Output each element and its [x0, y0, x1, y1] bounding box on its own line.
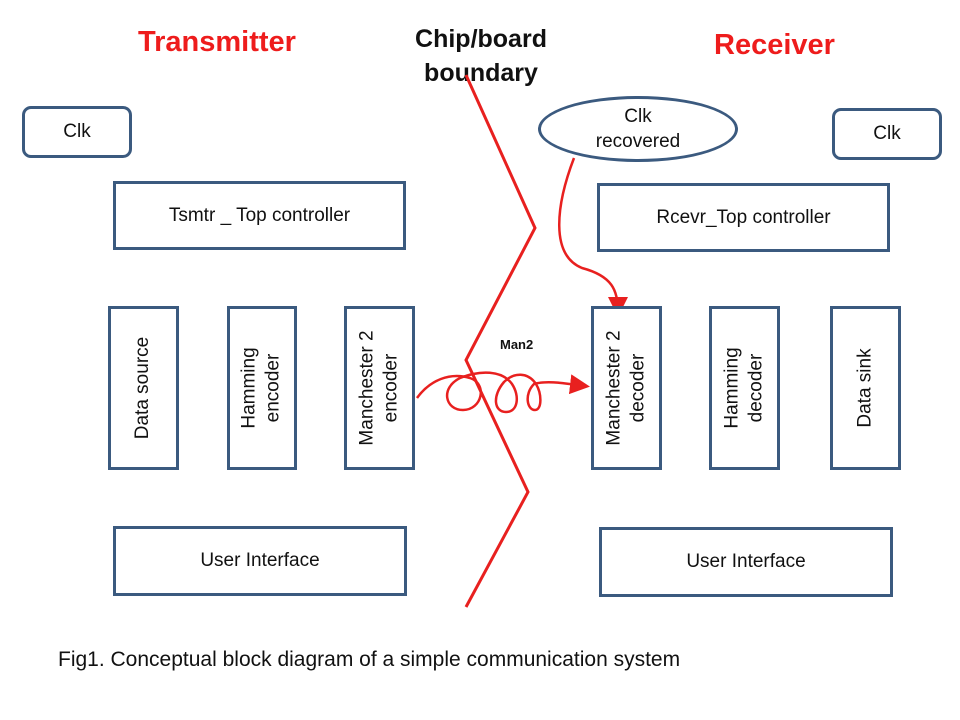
hamming-decoder-label-line1: Hamming [721, 347, 743, 429]
transmitter-top-controller-box: Tsmtr _ Top controller [113, 181, 406, 250]
receiver-top-controller-box: Rcevr_Top controller [597, 183, 890, 252]
transmitter-clk-box: Clk [22, 106, 132, 158]
boundary-heading-line1: Chip/board [415, 25, 547, 53]
hamming-decoder-label-line2: decoder [745, 353, 767, 423]
clk-recovered-label: Clk recovered [596, 104, 681, 154]
figure-caption: Fig1. Conceptual block diagram of a simp… [58, 648, 681, 671]
data-sink-box: Data sink [830, 306, 901, 470]
hamming-encoder-label-line2: encoder [263, 353, 284, 423]
receiver-clk-box: Clk [832, 108, 942, 160]
transmitter-user-interface-box: User Interface [113, 526, 407, 596]
manchester-encoder-label-line1: Manchester 2 [356, 330, 378, 446]
receiver-top-controller-label: Rcevr_Top controller [656, 206, 831, 228]
receiver-clk-label: Clk [873, 123, 901, 144]
receiver-user-interface-box: User Interface [599, 527, 893, 597]
clk-recovered-label-line2: recovered [595, 131, 681, 152]
boundary-heading-line2: boundary [424, 59, 538, 87]
manchester-decoder-label-line2: decoder [627, 353, 649, 423]
clk-recovered-ellipse: Clk recovered [538, 96, 738, 162]
boundary-heading: Chip/board boundary [400, 22, 562, 90]
manchester-decoder-label: Manchester 2 decoder [603, 330, 651, 445]
receiver-heading: Receiver [714, 29, 835, 61]
data-sink-label: Data sink [854, 348, 876, 428]
transmitter-heading: Transmitter [138, 26, 296, 58]
manchester-encoder-label: Manchester 2 encoder [356, 330, 404, 445]
data-source-label: Data source [132, 336, 154, 440]
manchester-link-wire [415, 371, 590, 414]
clk-recovered-arrow [558, 157, 628, 317]
clk-recovered-label-line1: Clk [624, 106, 652, 127]
transmitter-user-interface-label: User Interface [200, 550, 320, 571]
chip-board-boundary-line [464, 74, 537, 608]
hamming-decoder-label: Hamming decoder [721, 347, 769, 428]
hamming-decoder-box: Hamming decoder [709, 306, 780, 470]
man2-link-label: Man2 [500, 337, 534, 352]
hamming-encoder-label-line1: Hamming [239, 347, 260, 429]
manchester-encoder-box: Manchester 2 encoder [344, 306, 415, 470]
manchester-decoder-box: Manchester 2 decoder [591, 306, 662, 470]
transmitter-clk-label: Clk [63, 121, 91, 142]
hamming-encoder-box: Hamming encoder [227, 306, 297, 470]
manchester-encoder-label-line2: encoder [380, 353, 402, 423]
receiver-user-interface-label: User Interface [686, 551, 806, 572]
manchester-decoder-label-line1: Manchester 2 [603, 330, 625, 446]
transmitter-top-controller-label: Tsmtr _ Top controller [168, 204, 351, 226]
hamming-encoder-label: Hamming encoder [238, 347, 286, 428]
data-source-box: Data source [108, 306, 179, 470]
